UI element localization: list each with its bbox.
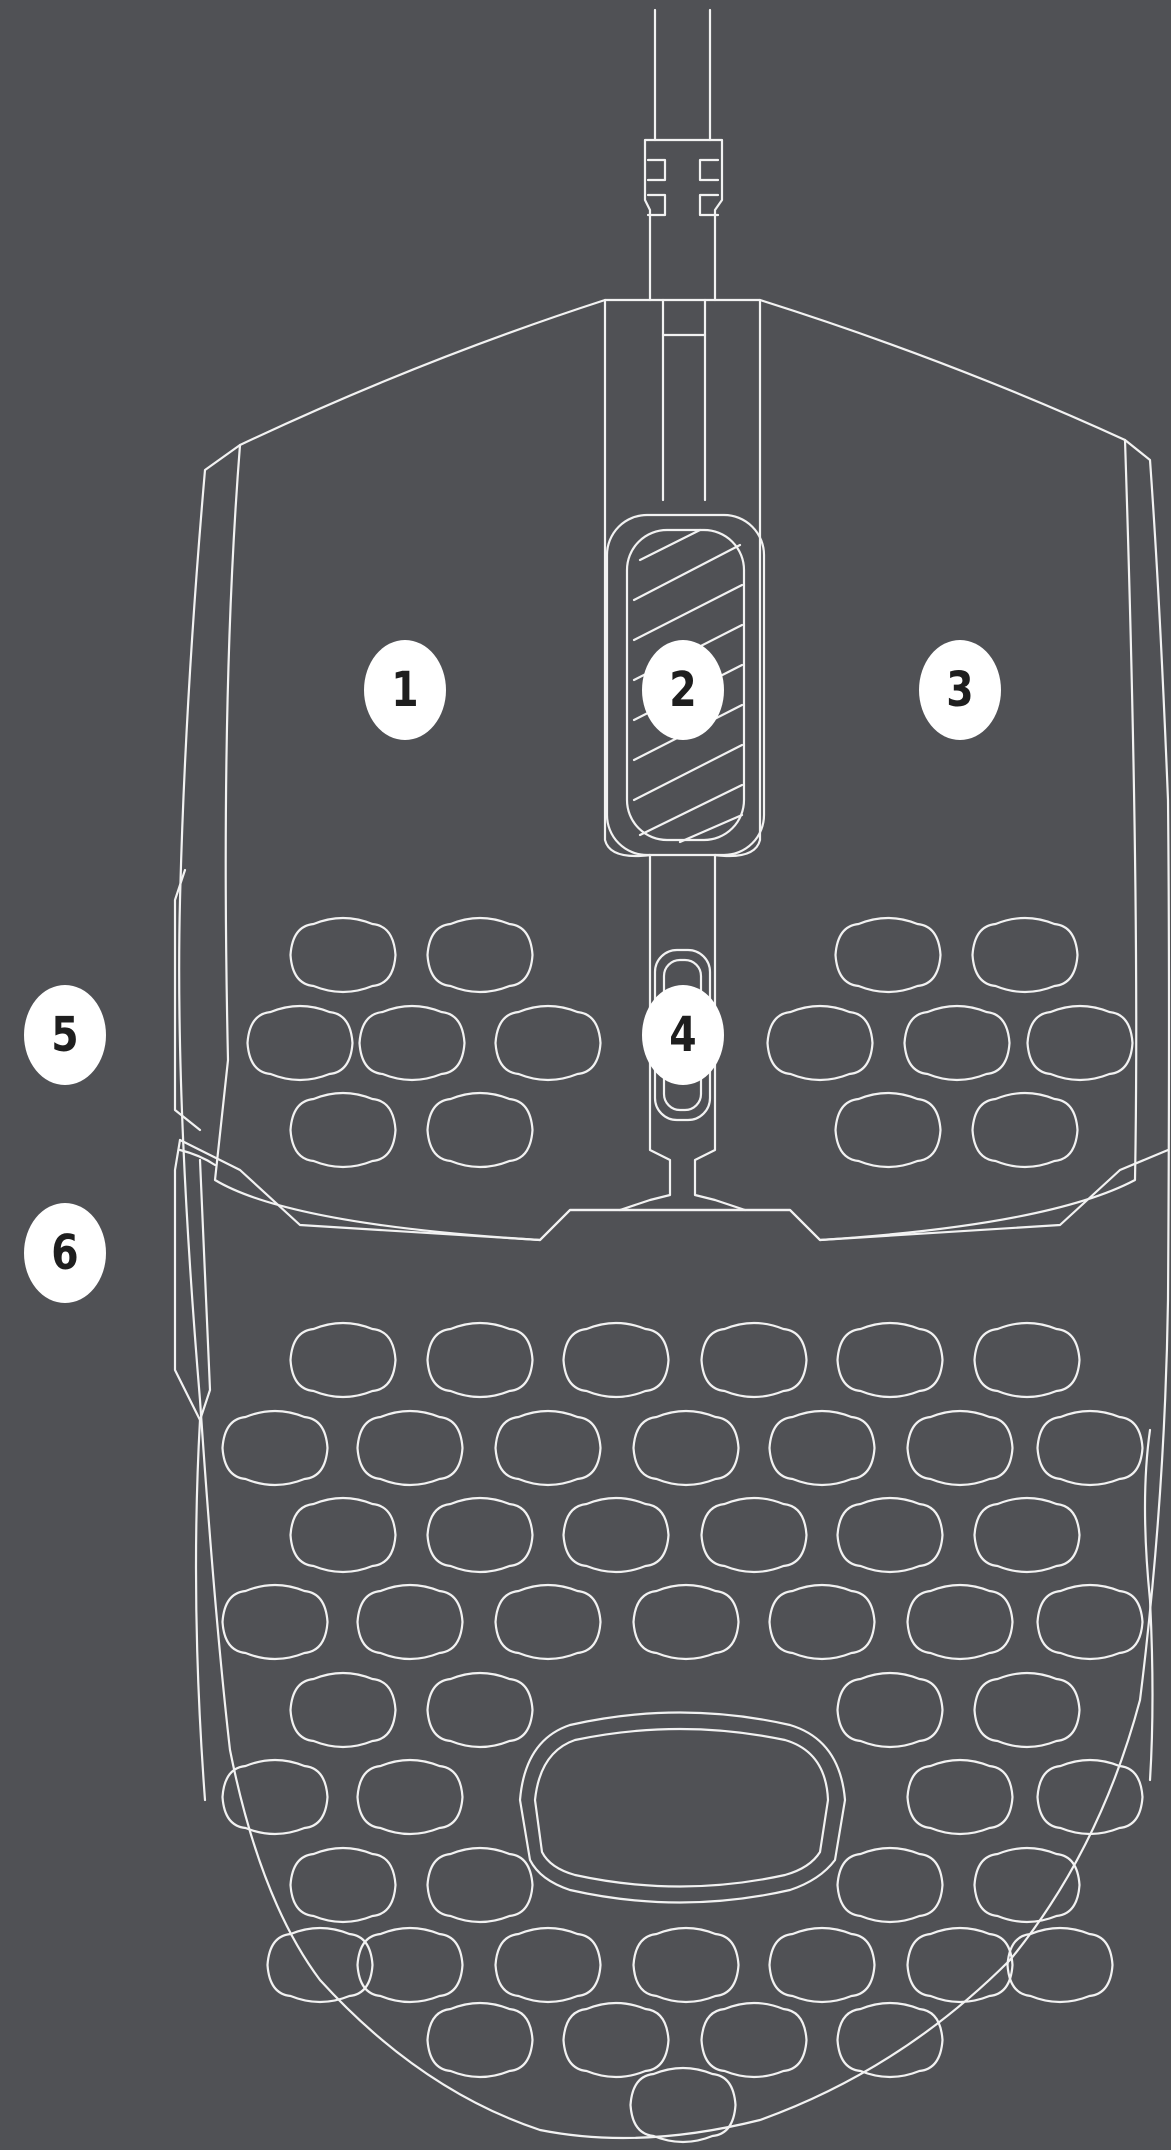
vent-hole bbox=[838, 1673, 943, 1747]
vent-hole bbox=[702, 1498, 807, 1572]
vent-hole bbox=[634, 1411, 739, 1485]
vent-hole bbox=[975, 1498, 1080, 1572]
vent-hole bbox=[428, 1673, 533, 1747]
vent-hole bbox=[975, 1323, 1080, 1397]
cable bbox=[655, 10, 710, 140]
vent-hole bbox=[905, 1006, 1010, 1080]
vent-hole bbox=[838, 1323, 943, 1397]
vent-hole bbox=[360, 1006, 465, 1080]
callout-3: 3 bbox=[919, 640, 1001, 740]
vent-hole bbox=[1038, 1585, 1143, 1659]
vent-hole bbox=[428, 1498, 533, 1572]
vent-hole bbox=[770, 1411, 875, 1485]
vent-hole bbox=[223, 1760, 328, 1834]
vent-hole bbox=[908, 1760, 1013, 1834]
vent-hole bbox=[838, 1848, 943, 1922]
vent-hole bbox=[564, 2003, 669, 2077]
vent-hole bbox=[634, 1928, 739, 2002]
vent-hole bbox=[702, 1323, 807, 1397]
vent-hole bbox=[428, 1848, 533, 1922]
vent-hole bbox=[836, 918, 941, 992]
vent-hole bbox=[975, 1673, 1080, 1747]
vent-hole bbox=[358, 1585, 463, 1659]
vent-hole bbox=[291, 1323, 396, 1397]
vent-hole bbox=[634, 1585, 739, 1659]
side-button-6 bbox=[175, 1140, 210, 1420]
vent-hole bbox=[908, 1928, 1013, 2002]
callout-5: 5 bbox=[24, 985, 106, 1085]
vent-hole bbox=[1038, 1760, 1143, 1834]
vent-hole bbox=[291, 1498, 396, 1572]
vent-hole bbox=[496, 1411, 601, 1485]
button-seam bbox=[180, 1140, 1168, 1240]
vent-hole bbox=[564, 1323, 669, 1397]
vent-hole bbox=[973, 1093, 1078, 1167]
vent-hole bbox=[1028, 1006, 1133, 1080]
vent-hole bbox=[702, 2003, 807, 2077]
cable-connector bbox=[645, 140, 722, 300]
vent-hole bbox=[428, 1093, 533, 1167]
vent-hole bbox=[631, 2068, 736, 2142]
vent-hole bbox=[838, 1498, 943, 1572]
callout-6: 6 bbox=[24, 1203, 106, 1303]
vent-hole bbox=[838, 2003, 943, 2077]
vent-hole bbox=[768, 1006, 873, 1080]
vent-hole bbox=[564, 1498, 669, 1572]
callout-4: 4 bbox=[642, 985, 724, 1085]
vent-hole bbox=[770, 1928, 875, 2002]
callout-1: 1 bbox=[364, 640, 446, 740]
vent-hole bbox=[358, 1411, 463, 1485]
vent-hole bbox=[836, 1093, 941, 1167]
vent-hole bbox=[973, 918, 1078, 992]
vent-hole bbox=[428, 918, 533, 992]
callout-2: 2 bbox=[642, 640, 724, 740]
vent-hole bbox=[428, 2003, 533, 2077]
vent-hole bbox=[248, 1006, 353, 1080]
vent-hole bbox=[770, 1585, 875, 1659]
vent-hole bbox=[908, 1411, 1013, 1485]
vent-hole bbox=[223, 1411, 328, 1485]
vent-hole bbox=[291, 918, 396, 992]
vent-hole bbox=[908, 1585, 1013, 1659]
vent-hole bbox=[496, 1006, 601, 1080]
vent-hole bbox=[428, 1323, 533, 1397]
vent-hole bbox=[291, 1673, 396, 1747]
vent-hole bbox=[496, 1585, 601, 1659]
vent-hole bbox=[1038, 1411, 1143, 1485]
mouse-shell bbox=[179, 300, 1169, 2138]
vent-hole bbox=[291, 1093, 396, 1167]
vent-hole bbox=[223, 1585, 328, 1659]
vent-hole bbox=[291, 1848, 396, 1922]
vent-hole bbox=[358, 1760, 463, 1834]
vent-hole bbox=[496, 1928, 601, 2002]
vent-hole bbox=[1008, 1928, 1113, 2002]
